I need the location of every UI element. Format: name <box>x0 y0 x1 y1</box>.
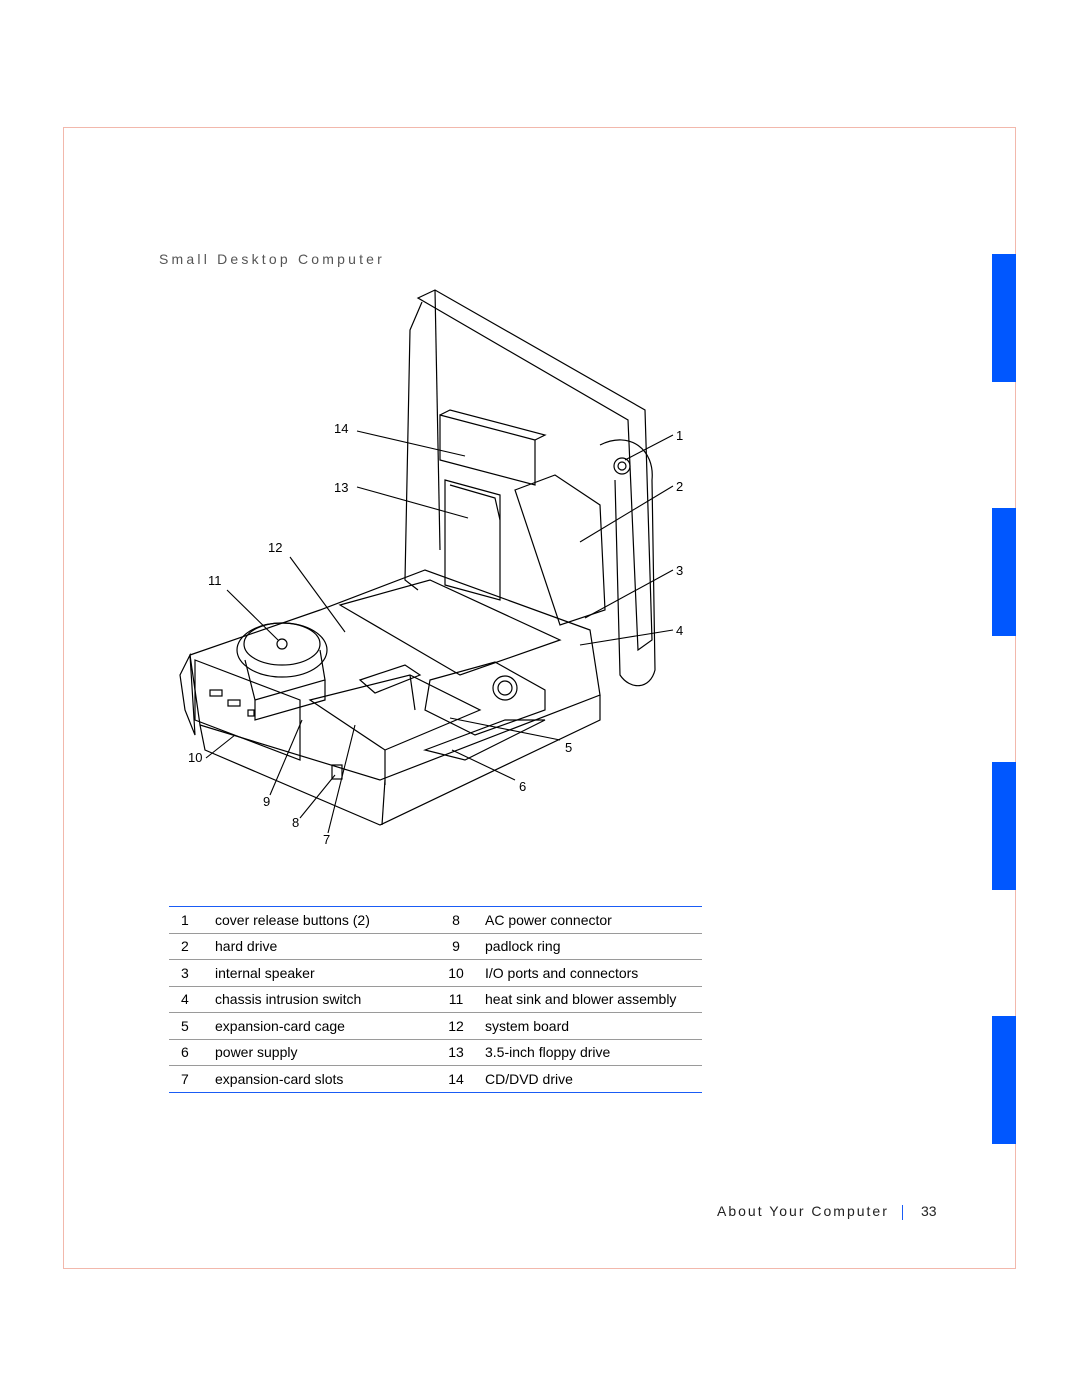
part-description: cover release buttons (2) <box>215 906 427 934</box>
table-row: 3 internal speaker 10 I/O ports and conn… <box>169 959 702 987</box>
part-description: 3.5-inch floppy drive <box>485 1039 702 1066</box>
table-row: 2 hard drive 9 padlock ring <box>169 933 702 960</box>
callout-label: 3 <box>676 563 683 578</box>
part-number: 11 <box>427 986 485 1013</box>
callout-label: 8 <box>292 815 299 830</box>
callout-label: 14 <box>334 421 348 436</box>
page-number: 33 <box>921 1203 937 1219</box>
table-row: 4 chassis intrusion switch 11 heat sink … <box>169 986 702 1013</box>
part-number: 7 <box>169 1065 215 1093</box>
part-description: AC power connector <box>485 906 702 934</box>
part-number: 4 <box>169 986 215 1013</box>
computer-diagram: 1 2 3 4 5 6 7 8 9 10 11 12 13 14 <box>179 289 683 847</box>
parts-table: 1 cover release buttons (2) 8 AC power c… <box>169 906 702 1093</box>
callout-label: 7 <box>323 832 330 847</box>
callout-label: 6 <box>519 779 526 794</box>
section-title: Small Desktop Computer <box>159 251 386 267</box>
part-description: chassis intrusion switch <box>215 986 427 1013</box>
section-tab <box>992 508 1016 636</box>
table-row: 7 expansion-card slots 14 CD/DVD drive <box>169 1065 702 1093</box>
part-number: 12 <box>427 1012 485 1040</box>
part-description: hard drive <box>215 933 427 960</box>
part-number: 2 <box>169 933 215 960</box>
callout-label: 1 <box>676 428 683 443</box>
part-description: CD/DVD drive <box>485 1065 702 1093</box>
part-description: internal speaker <box>215 959 427 987</box>
part-description: I/O ports and connectors <box>485 959 702 987</box>
part-description: expansion-card cage <box>215 1012 427 1040</box>
callout-label: 13 <box>334 480 348 495</box>
part-number: 13 <box>427 1039 485 1066</box>
chassis-illustration <box>179 289 656 826</box>
part-number: 14 <box>427 1065 485 1093</box>
part-number: 3 <box>169 959 215 987</box>
table-row: 1 cover release buttons (2) 8 AC power c… <box>169 906 702 934</box>
footer-divider <box>902 1205 903 1220</box>
part-description: padlock ring <box>485 933 702 960</box>
part-number: 10 <box>427 959 485 987</box>
callout-label: 4 <box>676 623 683 638</box>
callout-leaders <box>205 430 674 834</box>
part-description: expansion-card slots <box>215 1065 427 1093</box>
section-tab <box>992 1016 1016 1144</box>
part-number: 9 <box>427 933 485 960</box>
callout-label: 5 <box>565 740 572 755</box>
callout-labels: 1 2 3 4 5 6 7 8 9 10 11 12 13 14 <box>188 421 683 847</box>
callout-label: 12 <box>268 540 282 555</box>
part-number: 8 <box>427 906 485 934</box>
callout-label: 11 <box>208 573 222 588</box>
table-row: 5 expansion-card cage 12 system board <box>169 1012 702 1040</box>
footer-section-title: About Your Computer <box>717 1203 889 1219</box>
part-number: 5 <box>169 1012 215 1040</box>
callout-label: 10 <box>188 750 202 765</box>
part-number: 1 <box>169 906 215 934</box>
table-row: 6 power supply 13 3.5-inch floppy drive <box>169 1039 702 1066</box>
callout-label: 9 <box>263 794 270 809</box>
section-tab <box>992 254 1016 382</box>
part-number: 6 <box>169 1039 215 1066</box>
part-description: system board <box>485 1012 702 1040</box>
section-tab <box>992 762 1016 890</box>
part-description: power supply <box>215 1039 427 1066</box>
page-frame <box>63 127 1016 1269</box>
callout-label: 2 <box>676 479 683 494</box>
part-description: heat sink and blower assembly <box>485 986 702 1013</box>
